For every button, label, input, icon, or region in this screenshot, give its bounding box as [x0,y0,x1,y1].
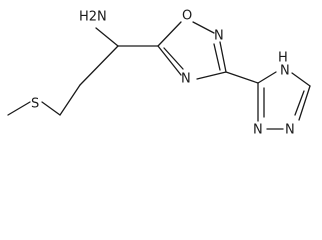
bond-o-n2 [192,21,215,34]
bond-methyl-s [7,101,31,116]
bonds [7,21,311,130]
atom-triazole-n-bottom-label: N [253,123,263,138]
bond-n4-c5-inner [163,47,184,70]
atom-triazole-nh-label: N [280,64,290,79]
bond-c5prime-n1-outer [298,85,311,121]
bond-c3-n4 [196,71,227,80]
bond-c5prime-n1-inner [294,90,305,116]
atom-triazole-h-label: H [278,51,288,66]
bond-n2-c3-outer [219,41,227,73]
atom-sulfur-label: S [31,97,39,112]
bond-n4h-c5prime [291,72,311,87]
bond-c5-o [157,21,182,47]
atom-oxadiazole-n-top-label: N [214,29,224,44]
bond-ch2b-ca [79,45,119,86]
atom-labels: H2N S O N N H N N N [31,9,295,138]
bond-n4-c5-outer [157,45,182,76]
bond-ch2a-ch2b [59,84,81,116]
bond-s-ch2a [41,101,61,116]
bond-ca-nh2 [95,27,119,47]
molecule-diagram: H2N S O N N H N N N [7,9,311,138]
bond-c3-c3prime [225,71,259,84]
atom-triazole-n-right-label: N [285,123,295,138]
bond-c3prime-n4h [257,71,277,84]
atom-oxadiazole-n-bottom-label: N [181,72,191,87]
atom-amine-label: H2N [79,10,107,25]
atom-oxadiazole-o-label: O [182,9,192,24]
bond-n2-c3-inner [213,43,221,71]
